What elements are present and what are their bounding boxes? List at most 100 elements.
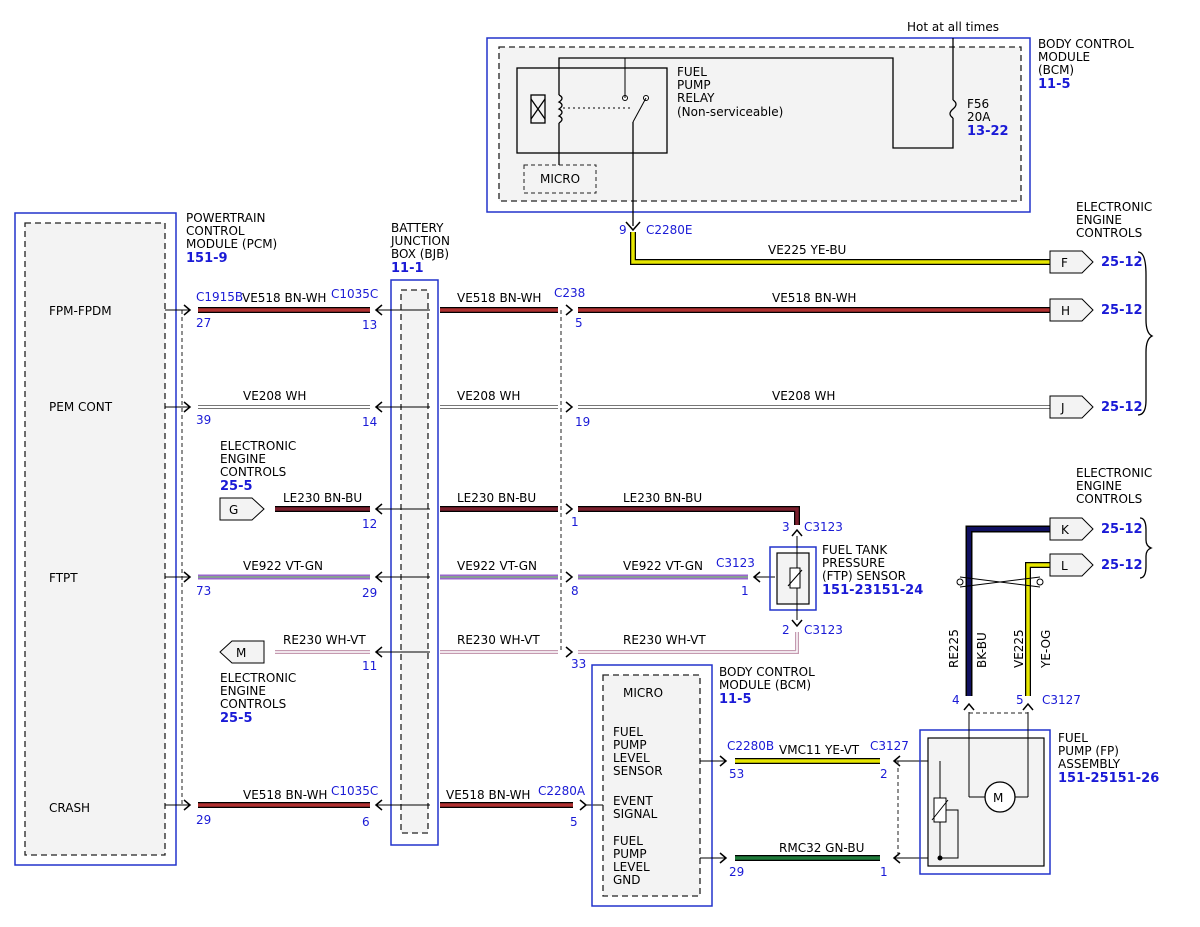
wire-label-le230-1: LE230 BN-BU <box>283 491 362 505</box>
row-ve208 <box>165 401 1050 413</box>
svg-text:BATTERY: BATTERY <box>391 221 444 235</box>
ref-25-12-k: 25-12 <box>1101 522 1143 537</box>
pin-5-c238: 5 <box>575 316 583 330</box>
pin-2-c3127: 2 <box>880 767 888 781</box>
connector-c1035c-2: C1035C <box>331 784 378 798</box>
svg-text:CONTROLS: CONTROLS <box>1076 226 1142 240</box>
svg-text:ENGINE: ENGINE <box>220 684 266 698</box>
tag-l: L <box>1049 553 1094 577</box>
svg-text:PUMP: PUMP <box>613 847 647 861</box>
svg-text:M: M <box>236 646 246 660</box>
tag-g: G <box>219 497 265 521</box>
tag-j: J <box>1049 395 1094 419</box>
svg-text:BOX (BJB): BOX (BJB) <box>391 247 449 261</box>
svg-text:11-5: 11-5 <box>1038 77 1071 92</box>
svg-text:(BCM): (BCM) <box>1038 63 1074 77</box>
wire-label-le230-3: LE230 BN-BU <box>623 491 702 505</box>
row-re230 <box>275 619 803 658</box>
svg-text:ENGINE: ENGINE <box>220 452 266 466</box>
row-vmc11 <box>700 755 940 767</box>
pin-9: 9 <box>619 223 627 237</box>
svg-text:EVENT: EVENT <box>613 794 653 808</box>
connector-c3127-top: C3127 <box>1042 693 1081 707</box>
pin-29-bjb: 29 <box>362 586 377 600</box>
wire-label-ve518-crash-2: VE518 BN-WH <box>446 788 530 802</box>
eec-left-top-label: ELECTRONIC ENGINE CONTROLS 25-5 <box>220 439 296 494</box>
pin-29-pcm: 29 <box>196 813 211 827</box>
svg-text:(FTP) SENSOR: (FTP) SENSOR <box>822 569 906 583</box>
pin-53: 53 <box>729 767 744 781</box>
bcm-signal-fuel-pump-level-gnd: FUEL PUMP LEVEL GND <box>613 834 650 887</box>
connector-c2280b: C2280B <box>727 739 774 753</box>
svg-text:J: J <box>1060 401 1065 415</box>
bcm-top-label: BODY CONTROL MODULE (BCM) 11-5 <box>1038 37 1134 92</box>
svg-text:POWERTRAIN: POWERTRAIN <box>186 211 266 225</box>
svg-text:ELECTRONIC: ELECTRONIC <box>1076 200 1152 214</box>
svg-text:ELECTRONIC: ELECTRONIC <box>220 671 296 685</box>
hot-at-all-times: Hot at all times <box>907 20 999 34</box>
wire-label-ve922-2: VE922 VT-GN <box>457 559 537 573</box>
wire-label-ve922-3: VE922 VT-GN <box>623 559 703 573</box>
ref-25-12-f: 25-12 <box>1101 255 1143 270</box>
wire-label-re225: RE225 <box>947 629 961 668</box>
bcm-signal-event: EVENT SIGNAL <box>613 794 658 821</box>
svg-text:CONTROLS: CONTROLS <box>220 697 286 711</box>
wire-label-ve208-1: VE208 WH <box>243 389 306 403</box>
micro-label-bottom: MICRO <box>623 686 663 700</box>
fuel-pump-relay-box <box>516 67 668 154</box>
wire-label-ve518-crash-1: VE518 BN-WH <box>243 788 327 802</box>
row-ve518-crash <box>165 799 606 811</box>
bcm-top-module: MICRO <box>486 37 1031 232</box>
pin-27: 27 <box>196 316 211 330</box>
svg-text:FUEL: FUEL <box>1058 731 1088 745</box>
svg-text:LEVEL: LEVEL <box>613 751 650 765</box>
bcm-signal-fuel-pump-level-sensor: FUEL PUMP LEVEL SENSOR <box>613 725 663 778</box>
row-ve922 <box>165 571 775 583</box>
pin-1-c3123: 1 <box>741 584 749 598</box>
fuse-f56-label: F56 20A 13-22 <box>967 97 1009 139</box>
svg-text:K: K <box>1061 523 1070 537</box>
svg-text:CONTROLS: CONTROLS <box>1076 492 1142 506</box>
eec-left-bottom-label: ELECTRONIC ENGINE CONTROLS 25-5 <box>220 671 296 726</box>
svg-text:11-5: 11-5 <box>719 692 752 707</box>
svg-text:ASSEMBLY: ASSEMBLY <box>1058 757 1121 771</box>
svg-text:FUEL: FUEL <box>613 725 643 739</box>
pin-5-c2280a: 5 <box>570 815 578 829</box>
pin-1-c3127: 1 <box>880 865 888 879</box>
svg-text:SIGNAL: SIGNAL <box>613 807 658 821</box>
row-le230 <box>275 503 803 537</box>
wire-label-ve922-1: VE922 VT-GN <box>243 559 323 573</box>
connector-c3123-mid: C3123 <box>716 556 755 570</box>
svg-text:MODULE: MODULE <box>1038 50 1090 64</box>
brace-top <box>1137 251 1154 416</box>
bjb-label: BATTERY JUNCTION BOX (BJB) 11-1 <box>390 221 450 276</box>
svg-text:FUEL: FUEL <box>613 834 643 848</box>
pin-3-c3123: 3 <box>782 520 790 534</box>
pin-33: 33 <box>571 657 586 671</box>
pin-5-c3127: 5 <box>1016 693 1024 707</box>
svg-text:PUMP: PUMP <box>677 78 711 92</box>
svg-text:H: H <box>1061 304 1070 318</box>
wire-label-rmc32: RMC32 GN-BU <box>779 841 864 855</box>
svg-text:RELAY: RELAY <box>677 91 715 105</box>
wire-label-ve208-3: VE208 WH <box>772 389 835 403</box>
wire-label-ve518-3: VE518 BN-WH <box>772 291 856 305</box>
svg-text:LEVEL: LEVEL <box>613 860 650 874</box>
pin-2-c3123: 2 <box>782 623 790 637</box>
connector-c2280e: C2280E <box>646 223 693 237</box>
pin-11: 11 <box>362 659 377 673</box>
ref-25-12-j: 25-12 <box>1101 400 1143 415</box>
svg-text:PUMP: PUMP <box>613 738 647 752</box>
pin-19: 19 <box>575 415 590 429</box>
pin-73: 73 <box>196 584 211 598</box>
svg-text:G: G <box>229 503 238 517</box>
svg-text:GND: GND <box>613 873 641 887</box>
svg-text:MODULE (BCM): MODULE (BCM) <box>719 678 811 692</box>
svg-text:ELECTRONIC: ELECTRONIC <box>220 439 296 453</box>
ref-25-12-l: 25-12 <box>1101 558 1143 573</box>
pin-6: 6 <box>362 815 370 829</box>
fuel-pump-label: FUEL PUMP (FP) ASSEMBLY 151-25151-26 <box>1058 731 1159 786</box>
fuel-pump-assembly: M <box>919 712 1051 875</box>
svg-text:151-9: 151-9 <box>186 251 228 266</box>
